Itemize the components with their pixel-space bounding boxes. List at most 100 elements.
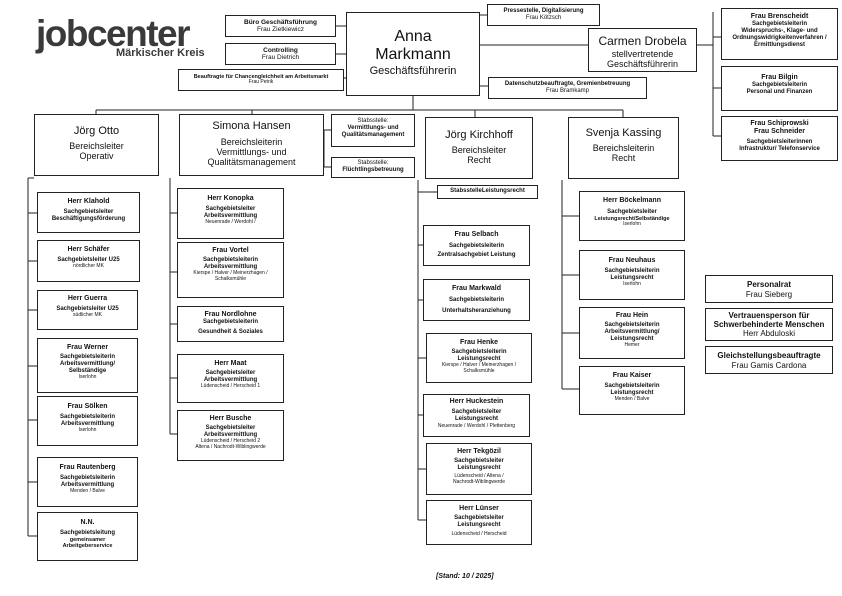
unit-line2: Leistungsrecht: [454, 415, 498, 422]
staff-buero-title: Büro Geschäftsführung: [244, 19, 317, 26]
unit-kirchhoff-2: Frau Markwald Sachgebietsleiterin Unterh…: [423, 279, 530, 321]
staff-controlling-title: Controlling: [263, 47, 298, 54]
hansen-stab2-box: Stabsstelle: Flüchtlingsbetreuung: [331, 157, 415, 178]
unit-name: Frau Vortel: [212, 247, 249, 254]
unit-line1: Sachgebietsleiterin: [451, 349, 507, 356]
deputy-box: Carmen Drobela stellvertretende Geschäft…: [588, 28, 697, 72]
unit-name: Herr Tekgözil: [457, 448, 501, 455]
unit-line3: Selbständige: [68, 367, 107, 374]
unit-hansen-5: Herr Busche Sachgebietsleiter Arbeitsver…: [177, 410, 284, 461]
deputy-title-line2: Geschäftsführerin: [606, 59, 679, 70]
bilgin-line2: Personal und Finanzen: [746, 88, 813, 95]
otto-name: Jörg Otto: [73, 125, 120, 137]
kirchhoff-stab-box: StabsstelleLeistungsrecht: [437, 185, 538, 199]
unit-line3: Lüdenscheid / Herscheid: [451, 530, 507, 537]
unit-name: Frau Markwald: [451, 285, 501, 292]
unit-name: Herr Huckestein: [449, 398, 504, 405]
staff-controlling-box: Controlling Frau Dietrich: [225, 43, 336, 65]
unit-kirchhoff-1: Frau Selbach Sachgebietsleiterin Zentral…: [423, 225, 530, 266]
dept-head-otto: Jörg Otto Bereichsleiter Operativ: [34, 114, 159, 176]
unit-hansen-2: Frau Vortel Sachgebietsleiterin Arbeitsv…: [177, 242, 284, 298]
jobcenter-logo: jobcenter Märkischer Kreis: [36, 14, 216, 64]
kirchhoff-area: Recht: [467, 154, 491, 165]
brenscheidt-line4: Ermittlungsdienst: [753, 41, 805, 48]
unit-line1: Sachgebietsleiterin: [59, 354, 116, 361]
logo-region: Märkischer Kreis: [116, 47, 205, 59]
unit-line1: Sachgebietsleiterin: [604, 268, 660, 275]
dept-head-kassing: Svenja Kassing Bereichsleiterin Recht: [568, 117, 679, 179]
unit-kassing-4: Frau Kaiser Sachgebietsleiterin Leistung…: [579, 366, 685, 415]
kirchhoff-role: Bereichsleiter: [451, 144, 507, 155]
hansen-stab1-title: Stabsstelle:: [357, 118, 389, 124]
brenscheidt-name: Frau Brenscheidt: [750, 13, 809, 20]
unit-name: Herr Konopka: [207, 195, 254, 202]
unit-line2: Leistungsrecht: [457, 521, 501, 528]
vertrauen-title1: Vertrauensperson für: [728, 311, 810, 320]
unit-name: Frau Nordlohne: [204, 311, 257, 318]
unit-line2: Arbeitsvermittlung: [203, 212, 258, 219]
kassing-name: Svenja Kassing: [585, 127, 662, 139]
unit-line2: Beschäftigungsförderung: [51, 215, 126, 222]
staff-bilgin-box: Frau Bilgin Sachgebietsleiterin Personal…: [721, 66, 838, 111]
unit-line1: Sachgebietsleiter: [451, 409, 502, 416]
hansen-area1: Vermittlungs- und: [216, 146, 287, 157]
schiprowski-name1: Frau Schiprowski: [750, 120, 809, 127]
unit-line2: südlicher MK: [73, 311, 102, 318]
staff-presse-title: Pressestelle, Digitalisierung: [503, 8, 584, 14]
unit-line3: Menden / Balve: [614, 395, 650, 402]
kirchhoff-stab-title: StabsstelleLeistungsrecht: [450, 188, 525, 194]
gleichstellung-title: Gleichstellungsbeauftragte: [717, 351, 821, 360]
vertrauen-name: Herr Abduloski: [742, 329, 796, 339]
schiprowski-name2: Frau Schneider: [754, 128, 805, 136]
unit-line1: Sachgebietsleiter: [205, 425, 256, 432]
unit-line2: Arbeitsvermittlung/: [604, 328, 660, 335]
unit-line1: Sachgebietsleiterin: [59, 475, 116, 482]
staff-datenschutz-title: Datenschutzbeauftragte, Gremienbetreuung: [504, 81, 631, 87]
hansen-stab1-line1: Vermittlungs- und: [347, 124, 399, 131]
unit-name: Frau Hein: [615, 312, 649, 319]
deputy-name: Carmen Drobela: [598, 34, 687, 48]
unit-line1: Sachgebietsleiterin: [59, 414, 116, 421]
unit-hansen-1: Herr Konopka Sachgebietsleiter Arbeitsve…: [177, 188, 284, 239]
unit-line4: Altena / Nachrodt-Wiblingwerde: [195, 443, 266, 450]
unit-kassing-3: Frau Hein Sachgebietsleiterin Arbeitsver…: [579, 307, 685, 359]
brenscheidt-line2: Widerspruchs-, Klage- und: [741, 27, 818, 34]
unit-line3: Kierspe / Halver / Meinerzhagen /: [441, 361, 517, 368]
unit-line1: Sachgebietsleiterin: [202, 257, 259, 264]
unit-line2: Arbeitsvermittlung: [203, 376, 258, 383]
rep-personalrat-box: Personalrat Frau Sieberg: [705, 275, 833, 303]
unit-line4: Nachrodt-Wiblingwerde: [453, 478, 505, 485]
staff-presse-name: Frau Kötzsch: [525, 14, 562, 21]
unit-kirchhoff-4: Herr Huckestein Sachgebietsleiter Leistu…: [423, 394, 530, 437]
staff-brenscheidt-box: Frau Brenscheidt Sachgebietsleiterin Wid…: [721, 8, 838, 60]
deputy-title-line1: stellvertretende: [611, 48, 674, 59]
unit-kirchhoff-3: Frau Henke Sachgebietsleiterin Leistungs…: [426, 333, 532, 383]
bilgin-line1: Sachgebietsleiterin: [751, 82, 808, 89]
unit-kirchhoff-5: Herr Tekgözil Sachgebietsleiter Leistung…: [426, 443, 532, 495]
unit-hansen-4: Herr Maat Sachgebietsleiter Arbeitsvermi…: [177, 354, 284, 403]
unit-kassing-2: Frau Neuhaus Sachgebietsleiterin Leistun…: [579, 250, 685, 300]
personalrat-title: Personalrat: [746, 280, 792, 289]
unit-name: Herr Böckelmann: [603, 197, 661, 204]
hansen-name: Simona Hansen: [212, 120, 291, 132]
kirchhoff-name: Jörg Kirchhoff: [445, 129, 513, 141]
unit-line4: Hemer: [624, 341, 640, 348]
unit-line1: Sachgebietsleiter U25: [56, 306, 119, 313]
staff-schiprowski-box: Frau Schiprowski Frau Schneider Sachgebi…: [721, 116, 838, 161]
unit-line2: gemeinsamer: [69, 536, 106, 543]
unit-otto-5: Frau Sölken Sachgebietsleiterin Arbeitsv…: [37, 396, 138, 446]
dept-head-kirchhoff: Jörg Kirchhoff Bereichsleiter Recht: [425, 117, 533, 179]
unit-line2: Leistungsrecht: [610, 274, 654, 281]
unit-line3: Lüdenscheid / Altena /: [454, 472, 504, 479]
unit-name: Herr Schäfer: [67, 246, 110, 253]
unit-otto-3: Herr Guerra Sachgebietsleiter U25 südlic…: [37, 290, 138, 330]
unit-name: Frau Selbach: [454, 231, 499, 238]
unit-line1: Sachgebietsleiter: [205, 370, 256, 377]
unit-name: N.N.: [80, 519, 95, 526]
unit-line2: Unterhaltsheranziehung: [442, 307, 511, 314]
unit-line3: Arbeitgeberservice: [62, 543, 113, 550]
schiprowski-line2: Infrastruktur/ Telefonservice: [739, 145, 820, 152]
unit-line1: Sachgebietsleiterin: [448, 297, 505, 304]
unit-name: Frau Sölken: [67, 403, 108, 410]
